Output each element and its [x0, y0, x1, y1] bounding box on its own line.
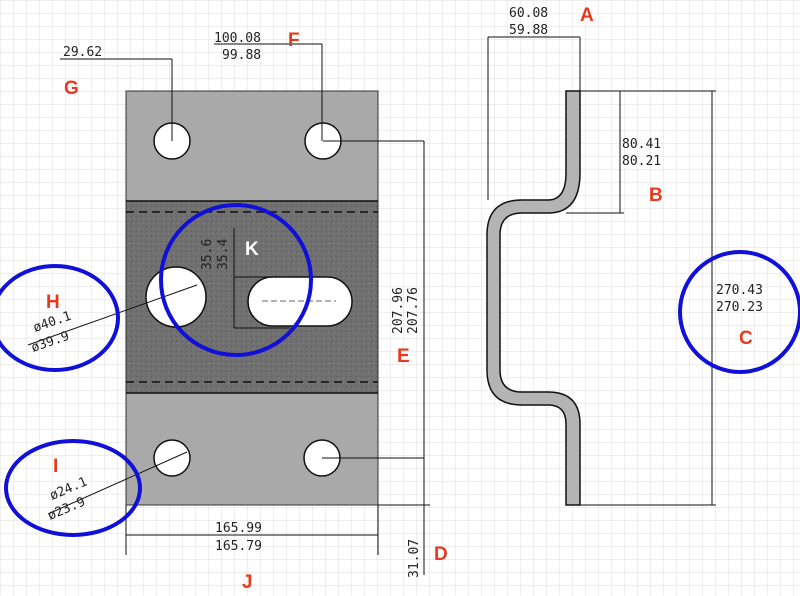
slot-hole: [247, 276, 353, 327]
dim-hole-spacing-lower: 99.88: [222, 48, 261, 63]
side-view: 60.08 59.88 80.41 80.21 270.43 270.23: [486, 6, 763, 506]
dim-bottom-offset: 31.07: [407, 539, 422, 578]
leader-large-hole: [27, 284, 198, 346]
dim-width-lower: 165.79: [215, 539, 262, 554]
dim-slot-upper: 35.6: [200, 239, 215, 270]
highlight-circle-i: [4, 439, 142, 537]
callout-labels: A B C D E F G H I J K: [46, 5, 753, 593]
dim-height-upper: 270.43: [716, 283, 763, 298]
dim-slot-lower: 35.4: [216, 239, 231, 270]
dim-hole-offset-left: 29.62: [63, 45, 102, 60]
dim-offset-upper: 80.41: [622, 137, 661, 152]
front-view: [125, 90, 379, 506]
callout-j: J: [242, 572, 253, 593]
callout-b: B: [649, 185, 663, 206]
dim-hole-spacing-upper: 100.08: [214, 31, 261, 46]
dim-plate-length-lower: 207.76: [406, 287, 421, 334]
dim-width-upper: 165.99: [215, 521, 262, 536]
leader-small-hole: [47, 451, 188, 515]
callout-a: A: [580, 5, 594, 26]
hole-large: [145, 266, 207, 328]
callout-d: D: [434, 544, 448, 565]
highlight-circle-c: [678, 250, 800, 374]
dim-height-lower: 270.23: [716, 300, 763, 315]
hole-bottom-left: [153, 439, 191, 477]
dim-plate-length-upper: 207.96: [391, 287, 406, 334]
callout-i: I: [53, 456, 58, 477]
callout-f: F: [288, 30, 300, 51]
callout-e: E: [397, 346, 410, 367]
highlight-circle-k: [159, 203, 313, 357]
dim-flange-lower: 59.88: [509, 23, 548, 38]
callout-h: H: [46, 292, 60, 313]
highlight-circle-h: [0, 264, 120, 372]
profile-shape: [486, 90, 581, 506]
callout-g: G: [64, 78, 79, 99]
highlight-circles: [0, 203, 800, 537]
dim-offset-lower: 80.21: [622, 154, 661, 169]
dim-flange-upper: 60.08: [509, 6, 548, 21]
callout-k: K: [245, 239, 259, 260]
callout-c: C: [739, 328, 753, 349]
